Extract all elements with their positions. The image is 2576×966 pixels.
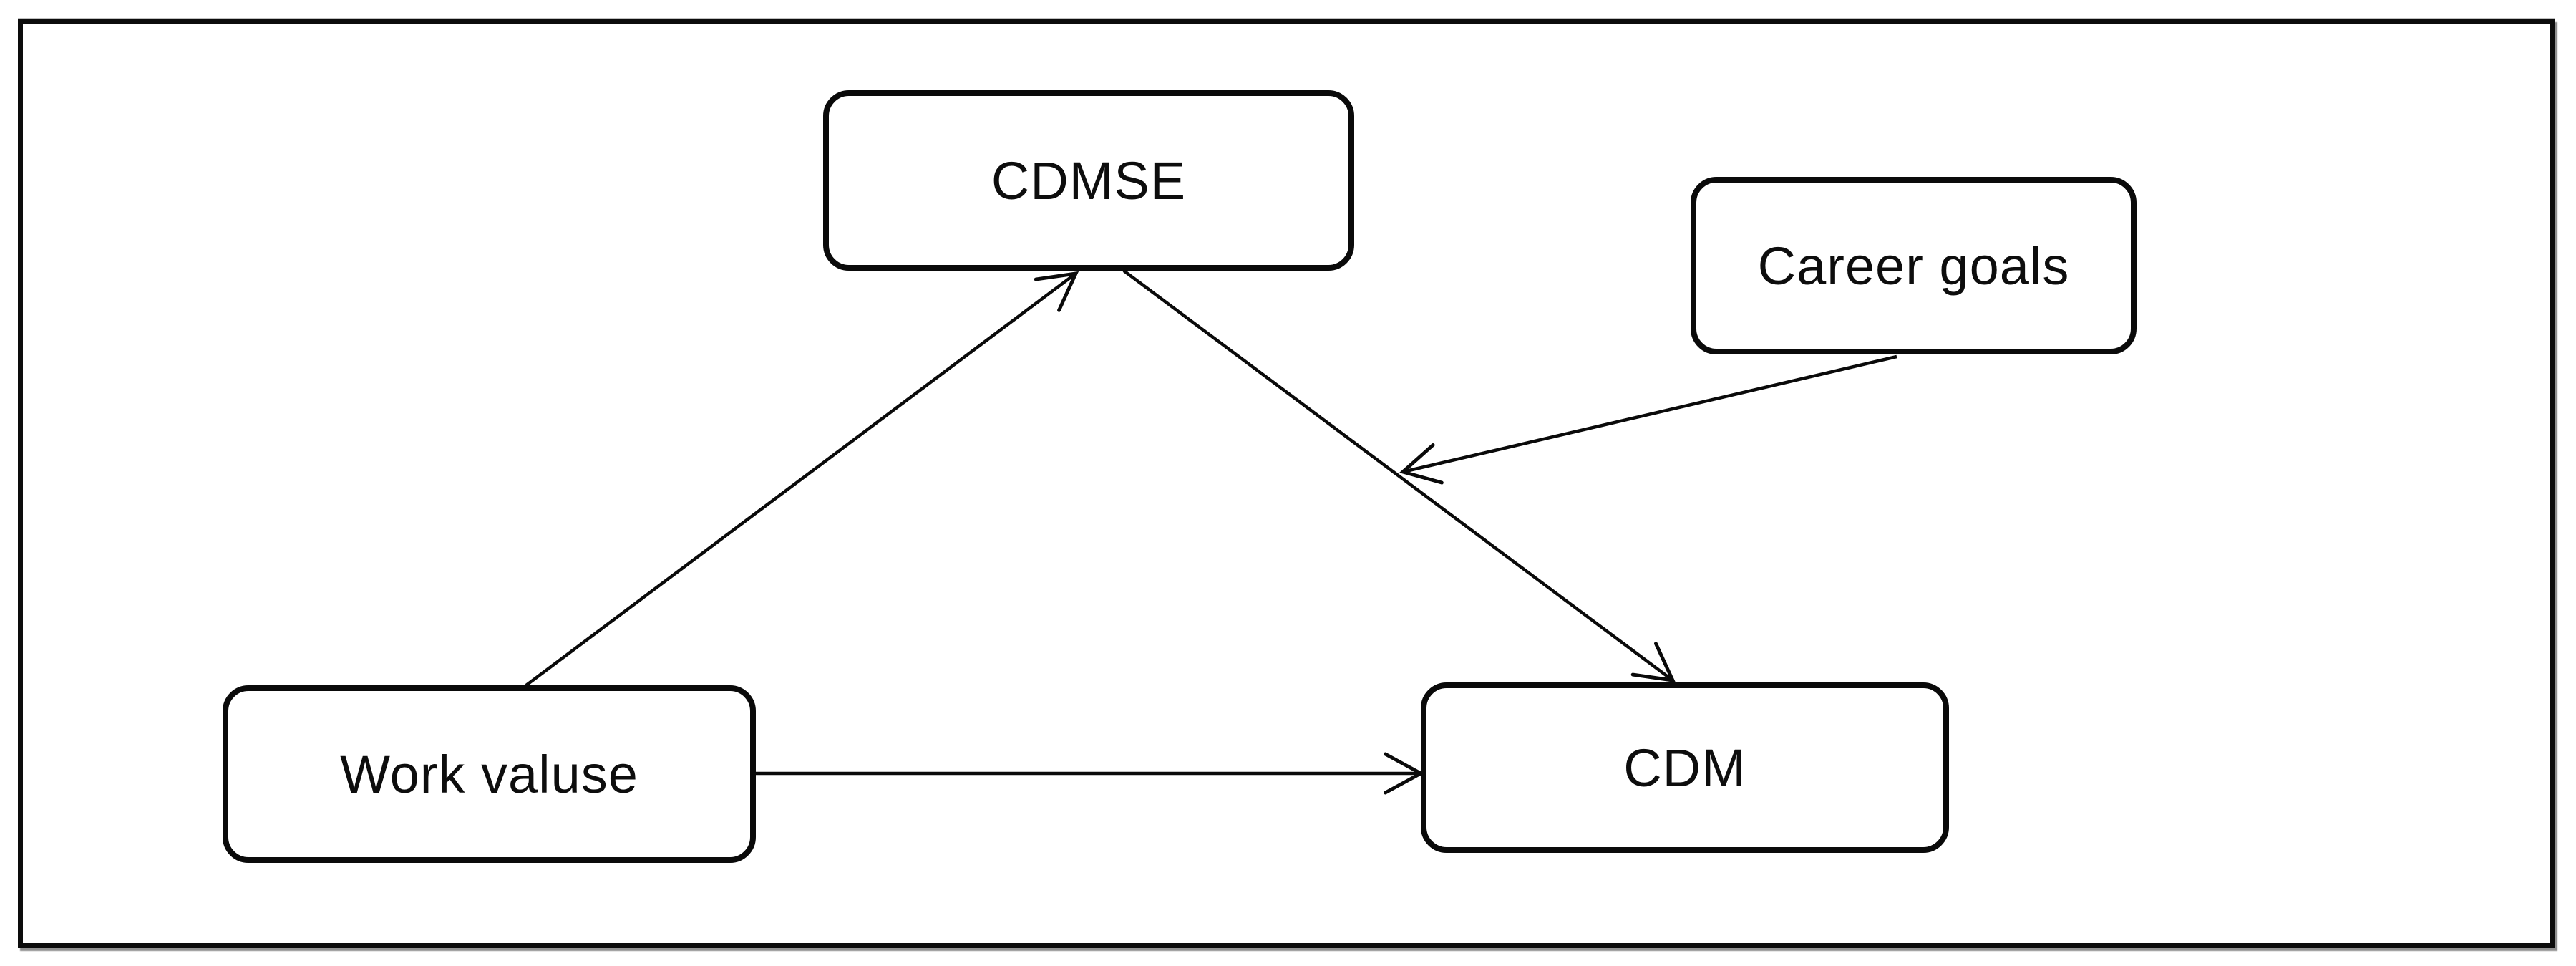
arrow-cdmse-to-cdm <box>1122 269 1676 683</box>
arrow-career-goals-to-path <box>1399 354 1897 485</box>
node-label: Work valuse <box>340 744 638 804</box>
node-cdmse: CDMSE <box>823 90 1354 271</box>
diagram-border <box>18 19 2555 948</box>
node-label: Career goals <box>1757 236 2070 296</box>
node-work-value: Work valuse <box>223 685 756 863</box>
node-cdm: CDM <box>1421 682 1949 853</box>
arrow-work-value-to-cdmse <box>525 271 1079 687</box>
node-label: CDM <box>1623 738 1746 798</box>
node-label: CDMSE <box>991 150 1187 211</box>
node-career-goals: Career goals <box>1691 177 2137 354</box>
